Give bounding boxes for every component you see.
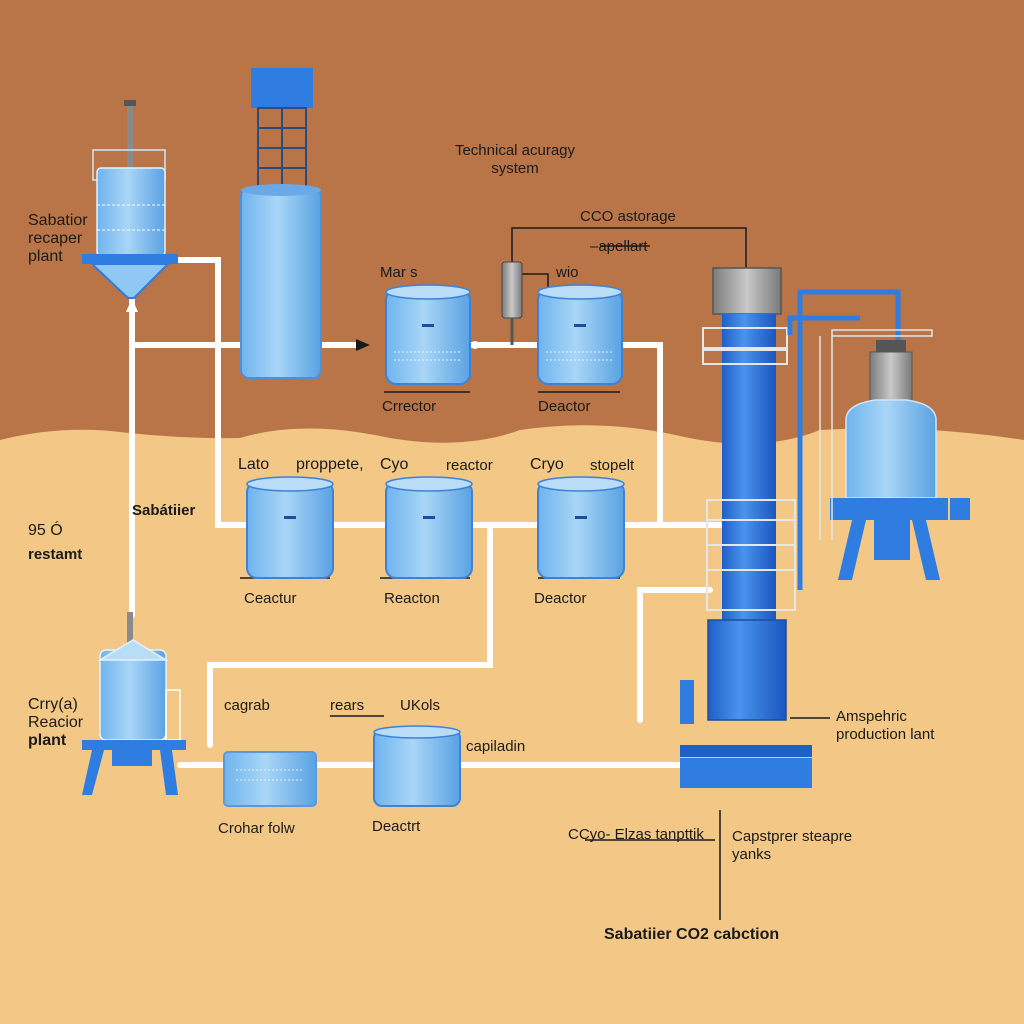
reactor-tank-4 bbox=[385, 476, 473, 579]
co-storage-label: CCO astorage bbox=[580, 208, 676, 225]
ceactur-label: Ceactur bbox=[244, 590, 297, 607]
sabatiier-label: Sabátiier bbox=[132, 502, 196, 519]
label-line: Reacior bbox=[28, 714, 84, 731]
proppete-label: proppete, bbox=[296, 456, 364, 473]
label-line: plant bbox=[28, 248, 63, 265]
reactor-tank-3 bbox=[246, 476, 334, 579]
label-line: production lant bbox=[836, 726, 935, 743]
apellart-label: –apellart bbox=[590, 238, 648, 255]
distillation-column bbox=[680, 267, 812, 788]
label-line: plant bbox=[28, 732, 67, 749]
sabatier-plant-label: Sabatior recaper plant bbox=[28, 212, 88, 266]
label-line: Capstprer steapre bbox=[732, 828, 853, 845]
restamt-label: restamt bbox=[28, 546, 83, 563]
label-line: yanks bbox=[732, 846, 772, 863]
mars-label: Mar s bbox=[380, 264, 418, 281]
cyo-label: Cyo bbox=[380, 456, 409, 473]
label-line: Sabatior bbox=[28, 212, 88, 229]
footer-title: Sabatiier CO2 cabction bbox=[604, 926, 780, 943]
cryo-reactor-plant-label: Crry(a) Reacior plant bbox=[28, 696, 83, 750]
deactrt-label: Deactrt bbox=[372, 818, 421, 835]
capiladin-label: capiladin bbox=[466, 738, 526, 755]
temp-value-label: 95 Ó bbox=[28, 522, 63, 539]
deactor-top-label: Deactor bbox=[538, 398, 591, 415]
reactor-tank-2 bbox=[537, 284, 623, 385]
label-line: Crry(a) bbox=[28, 696, 78, 713]
rears-label: rears bbox=[330, 697, 365, 714]
crrector-label: Crrector bbox=[382, 398, 437, 415]
label-line: recaper bbox=[28, 230, 83, 247]
sabatier-recaper-plant bbox=[82, 100, 178, 299]
flow-tank bbox=[223, 751, 317, 807]
deactor-mid-label: Deactor bbox=[534, 590, 587, 607]
reactor-tank-5 bbox=[537, 476, 625, 579]
system-title-line2: system bbox=[491, 160, 539, 177]
wio-label: wio bbox=[556, 264, 579, 281]
lato-label: Lato bbox=[238, 456, 270, 473]
amspehric-label: Amspehric production lant bbox=[836, 708, 934, 744]
stopelt-label: stopelt bbox=[590, 457, 635, 474]
cagrab-label: cagrab bbox=[224, 697, 270, 714]
ukols-label: UKols bbox=[400, 697, 441, 714]
reactor-tank-1 bbox=[385, 284, 471, 385]
system-title-line1: Technical acuragy bbox=[454, 142, 576, 159]
right-pipe-network bbox=[787, 289, 901, 590]
system-title: Technical acuragy system bbox=[430, 142, 600, 178]
label-line: Amspehric bbox=[836, 708, 907, 725]
cryo-elzas-label: CCyo- Elzas tanpttik bbox=[568, 826, 704, 843]
crohar-folw-label: Crohar folw bbox=[218, 820, 295, 837]
reacton-label: Reacton bbox=[384, 590, 440, 607]
capstprer-label: Capstprer steapre yanks bbox=[732, 828, 852, 864]
reactor-label: reactor bbox=[446, 457, 493, 474]
cooling-tower bbox=[240, 68, 322, 379]
cryo-reactor-plant bbox=[82, 612, 186, 795]
cryo-label: Cryo bbox=[530, 456, 564, 473]
capilladin-tank bbox=[373, 725, 461, 807]
flow-arrow bbox=[126, 298, 138, 312]
control-valve bbox=[471, 261, 523, 349]
atmospheric-production-plant bbox=[819, 329, 970, 580]
flow-arrow bbox=[356, 339, 370, 351]
